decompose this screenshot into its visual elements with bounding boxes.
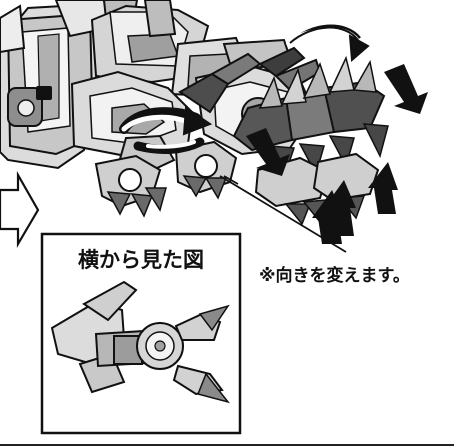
left-claw-foot: [94, 154, 167, 218]
detail-box-caption: 横から見た図: [78, 248, 204, 272]
rotation-arrow-icon-middle: [119, 106, 213, 154]
rotation-arrow-icon-top: [286, 24, 370, 63]
step-arrow-icon: [0, 170, 40, 249]
orientation-note: ※向きを変えます。: [259, 265, 410, 286]
direction-arrows-icon: [246, 64, 428, 244]
detail-box: 横から見た図: [40, 232, 242, 435]
right-claw-foot: [174, 140, 238, 200]
side-view-claw-illustration: [50, 280, 230, 404]
robot-neck-and-head: [90, 0, 248, 98]
